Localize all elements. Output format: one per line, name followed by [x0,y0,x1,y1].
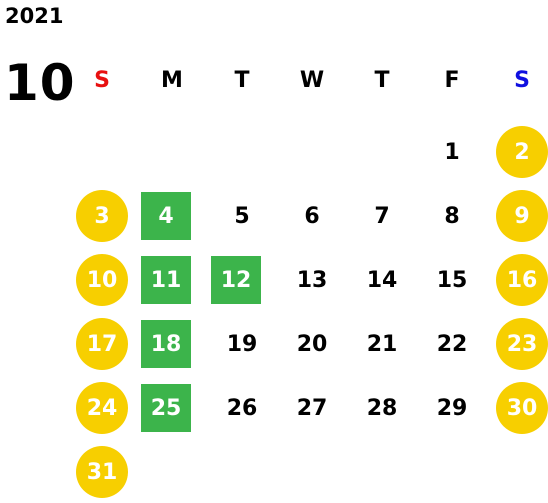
day-cell-6[interactable]: 6 [304,203,320,229]
day-cell-3[interactable]: 3 [76,190,128,242]
day-cell-16[interactable]: 16 [496,254,548,306]
day-cell-20[interactable]: 20 [296,331,328,357]
day-cell-29[interactable]: 29 [436,395,468,421]
day-cell-23[interactable]: 23 [496,318,548,370]
weekday-tue: T [234,68,250,93]
month-number: 10 [4,54,76,112]
day-cell-12[interactable]: 12 [211,256,261,304]
day-cell-17[interactable]: 17 [76,318,128,370]
day-cell-18[interactable]: 18 [141,320,191,368]
day-cell-21[interactable]: 21 [366,331,398,357]
weekday-thu: T [374,68,390,93]
day-cell-13[interactable]: 13 [296,267,328,293]
day-cell-30[interactable]: 30 [496,382,548,434]
weekday-wed: W [299,68,325,93]
day-cell-15[interactable]: 15 [436,267,468,293]
day-cell-1[interactable]: 1 [444,139,460,165]
weekday-sat: S [514,68,530,93]
day-cell-9[interactable]: 9 [496,190,548,242]
year-label: 2021 [5,4,64,28]
day-cell-11[interactable]: 11 [141,256,191,304]
day-cell-28[interactable]: 28 [366,395,398,421]
day-cell-10[interactable]: 10 [76,254,128,306]
day-cell-14[interactable]: 14 [366,267,398,293]
weekday-sun: S [94,68,110,93]
day-cell-25[interactable]: 25 [141,384,191,432]
day-cell-4[interactable]: 4 [141,192,191,240]
weekday-fri: F [444,68,460,93]
day-cell-24[interactable]: 24 [76,382,128,434]
weekday-mon: M [161,68,183,93]
day-cell-31[interactable]: 31 [76,446,128,498]
day-cell-7[interactable]: 7 [374,203,390,229]
day-cell-8[interactable]: 8 [444,203,460,229]
day-cell-22[interactable]: 22 [436,331,468,357]
day-cell-19[interactable]: 19 [226,331,258,357]
day-cell-5[interactable]: 5 [234,203,250,229]
day-cell-27[interactable]: 27 [296,395,328,421]
day-cell-26[interactable]: 26 [226,395,258,421]
day-cell-2[interactable]: 2 [496,126,548,178]
